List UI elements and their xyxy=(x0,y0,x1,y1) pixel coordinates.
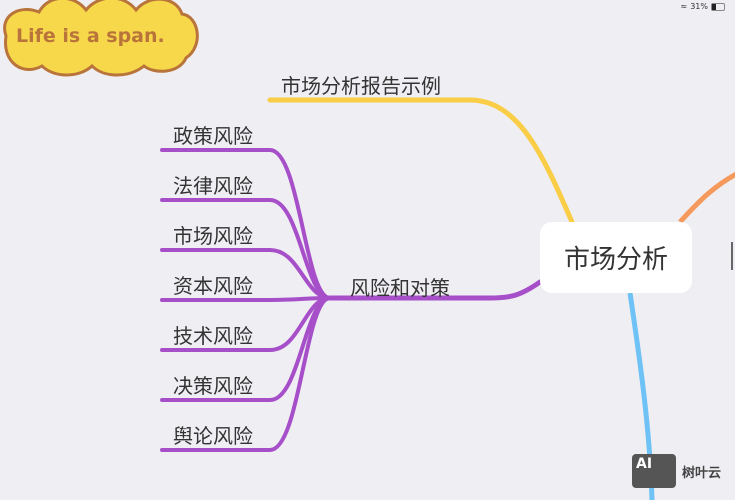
child-node-risk-0[interactable]: 政策风险 xyxy=(173,124,253,148)
watermark-text: 树叶云 xyxy=(682,465,722,481)
branch-line-yellow xyxy=(267,97,575,225)
child-node-risk-3[interactable]: 资本风险 xyxy=(173,274,253,298)
child-node-risk-4[interactable]: 技术风险 xyxy=(173,324,253,348)
child-node-risk-6[interactable]: 舆论风险 xyxy=(173,424,253,448)
watermark: AI 树叶云 xyxy=(632,454,721,488)
child-line xyxy=(160,296,332,452)
child-node-risk-2[interactable]: 市场风险 xyxy=(173,224,253,248)
central-topic-label: 市场分析 xyxy=(563,245,668,275)
branch-line-purple xyxy=(327,279,543,301)
life-is-a-span-sticker: Life is a span. xyxy=(0,0,204,82)
child-node-risk-1[interactable]: 法律风险 xyxy=(173,174,253,198)
battery-icon xyxy=(711,2,725,11)
status-bar: ≈ 31% xyxy=(681,2,725,11)
child-line xyxy=(160,248,332,300)
branch-node-report-example[interactable]: 市场分析报告示例 xyxy=(281,74,441,98)
branch-node-risk[interactable]: 风险和对策 xyxy=(350,276,450,300)
child-node-risk-5[interactable]: 决策风险 xyxy=(173,374,253,398)
text-cursor xyxy=(731,242,733,270)
wifi-icon: ≈ xyxy=(680,2,688,11)
child-line xyxy=(160,198,332,300)
central-topic-node[interactable]: 市场分析 xyxy=(540,222,692,293)
watermark-logo: AI xyxy=(632,454,676,488)
branch-line-orange xyxy=(678,171,735,224)
battery-percent: 31% xyxy=(690,2,708,11)
svg-text:Life is a span.: Life is a span. xyxy=(16,25,165,47)
